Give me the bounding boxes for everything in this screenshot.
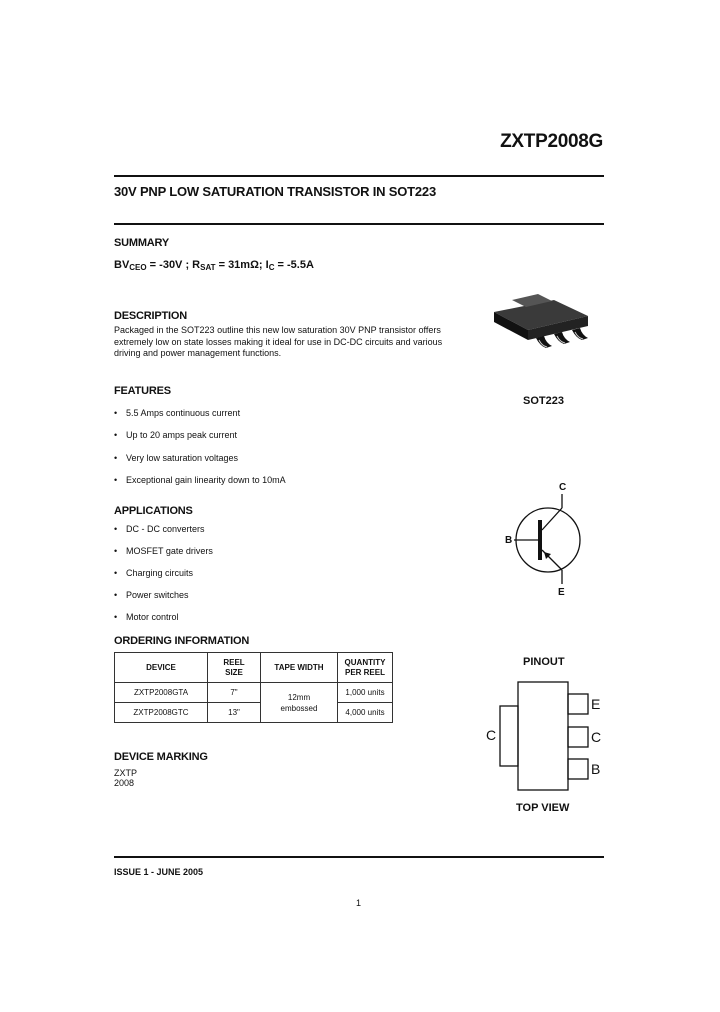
feature-item: •Exceptional gain linearity down to 10mA — [114, 475, 286, 485]
collector-label: C — [559, 482, 567, 493]
header-rule — [114, 175, 604, 177]
cell-device: ZXTP2008GTC — [114, 702, 208, 723]
issue-date: ISSUE 1 - JUNE 2005 — [114, 867, 204, 877]
cell-qty: 4,000 units — [337, 702, 393, 723]
title-rule — [114, 223, 604, 225]
application-item: •Charging circuits — [114, 568, 194, 578]
col-tape-width: TAPE WIDTH — [260, 652, 338, 683]
ordering-table: DEVICE REEL SIZE TAPE WIDTH QUANTITY PER… — [114, 652, 393, 723]
pin-label-tab: C — [486, 727, 497, 743]
application-item: •MOSFET gate drivers — [114, 546, 213, 556]
col-reel-size: REEL SIZE — [207, 652, 261, 683]
pnp-transistor-symbol — [514, 494, 581, 584]
table-row: ZXTP2008GTA 7" 12mm embossed 1,000 units — [114, 682, 393, 723]
summary-heading: SUMMARY — [114, 237, 170, 249]
table-row: ZXTP2008GTC 13" 4,000 units — [114, 702, 393, 723]
ordering-heading: ORDERING INFORMATION — [114, 635, 250, 647]
pinout-caption: TOP VIEW — [516, 802, 570, 814]
features-heading: FEATURES — [114, 385, 171, 397]
footer-rule — [114, 856, 604, 858]
description-heading: DESCRIPTION — [114, 310, 187, 322]
col-quantity: QUANTITY PER REEL — [337, 652, 393, 683]
application-item: •DC - DC converters — [114, 524, 205, 534]
page-title: 30V PNP LOW SATURATION TRANSISTOR IN SOT… — [114, 184, 436, 199]
cell-reel: 7" — [207, 682, 261, 703]
part-number: ZXTP2008G — [500, 131, 603, 152]
pin-label-2: C — [591, 729, 602, 745]
pin-label-3: B — [591, 761, 601, 777]
application-item: •Motor control — [114, 612, 179, 622]
package-label: SOT223 — [523, 395, 564, 407]
cell-device: ZXTP2008GTA — [114, 682, 208, 703]
feature-item: •Up to 20 amps peak current — [114, 430, 238, 440]
base-label: B — [505, 535, 513, 546]
marking-line: ZXTP — [114, 768, 138, 778]
col-device: DEVICE — [114, 652, 208, 683]
pinout-heading: PINOUT — [523, 656, 565, 668]
cell-tape-width: 12mm embossed — [260, 682, 338, 723]
cell-qty: 1,000 units — [337, 682, 393, 703]
feature-item: •Very low saturation voltages — [114, 453, 239, 463]
description-text: Packaged in the SOT223 outline this new … — [114, 325, 443, 358]
applications-heading: APPLICATIONS — [114, 505, 193, 517]
emitter-label: E — [558, 587, 565, 598]
cell-reel: 13" — [207, 702, 261, 723]
marking-heading: DEVICE MARKING — [114, 751, 208, 763]
application-item: •Power switches — [114, 590, 189, 600]
feature-item: •5.5 Amps continuous current — [114, 408, 241, 418]
pinout-diagram — [499, 681, 589, 791]
marking-line: 2008 — [114, 778, 135, 788]
summary-specs: BVCEO = -30V ; RSAT = 31mΩ; IC = -5.5A — [114, 259, 314, 272]
page-number: 1 — [356, 898, 362, 908]
sot223-package-image — [494, 294, 588, 348]
pin-label-1: E — [591, 696, 601, 712]
